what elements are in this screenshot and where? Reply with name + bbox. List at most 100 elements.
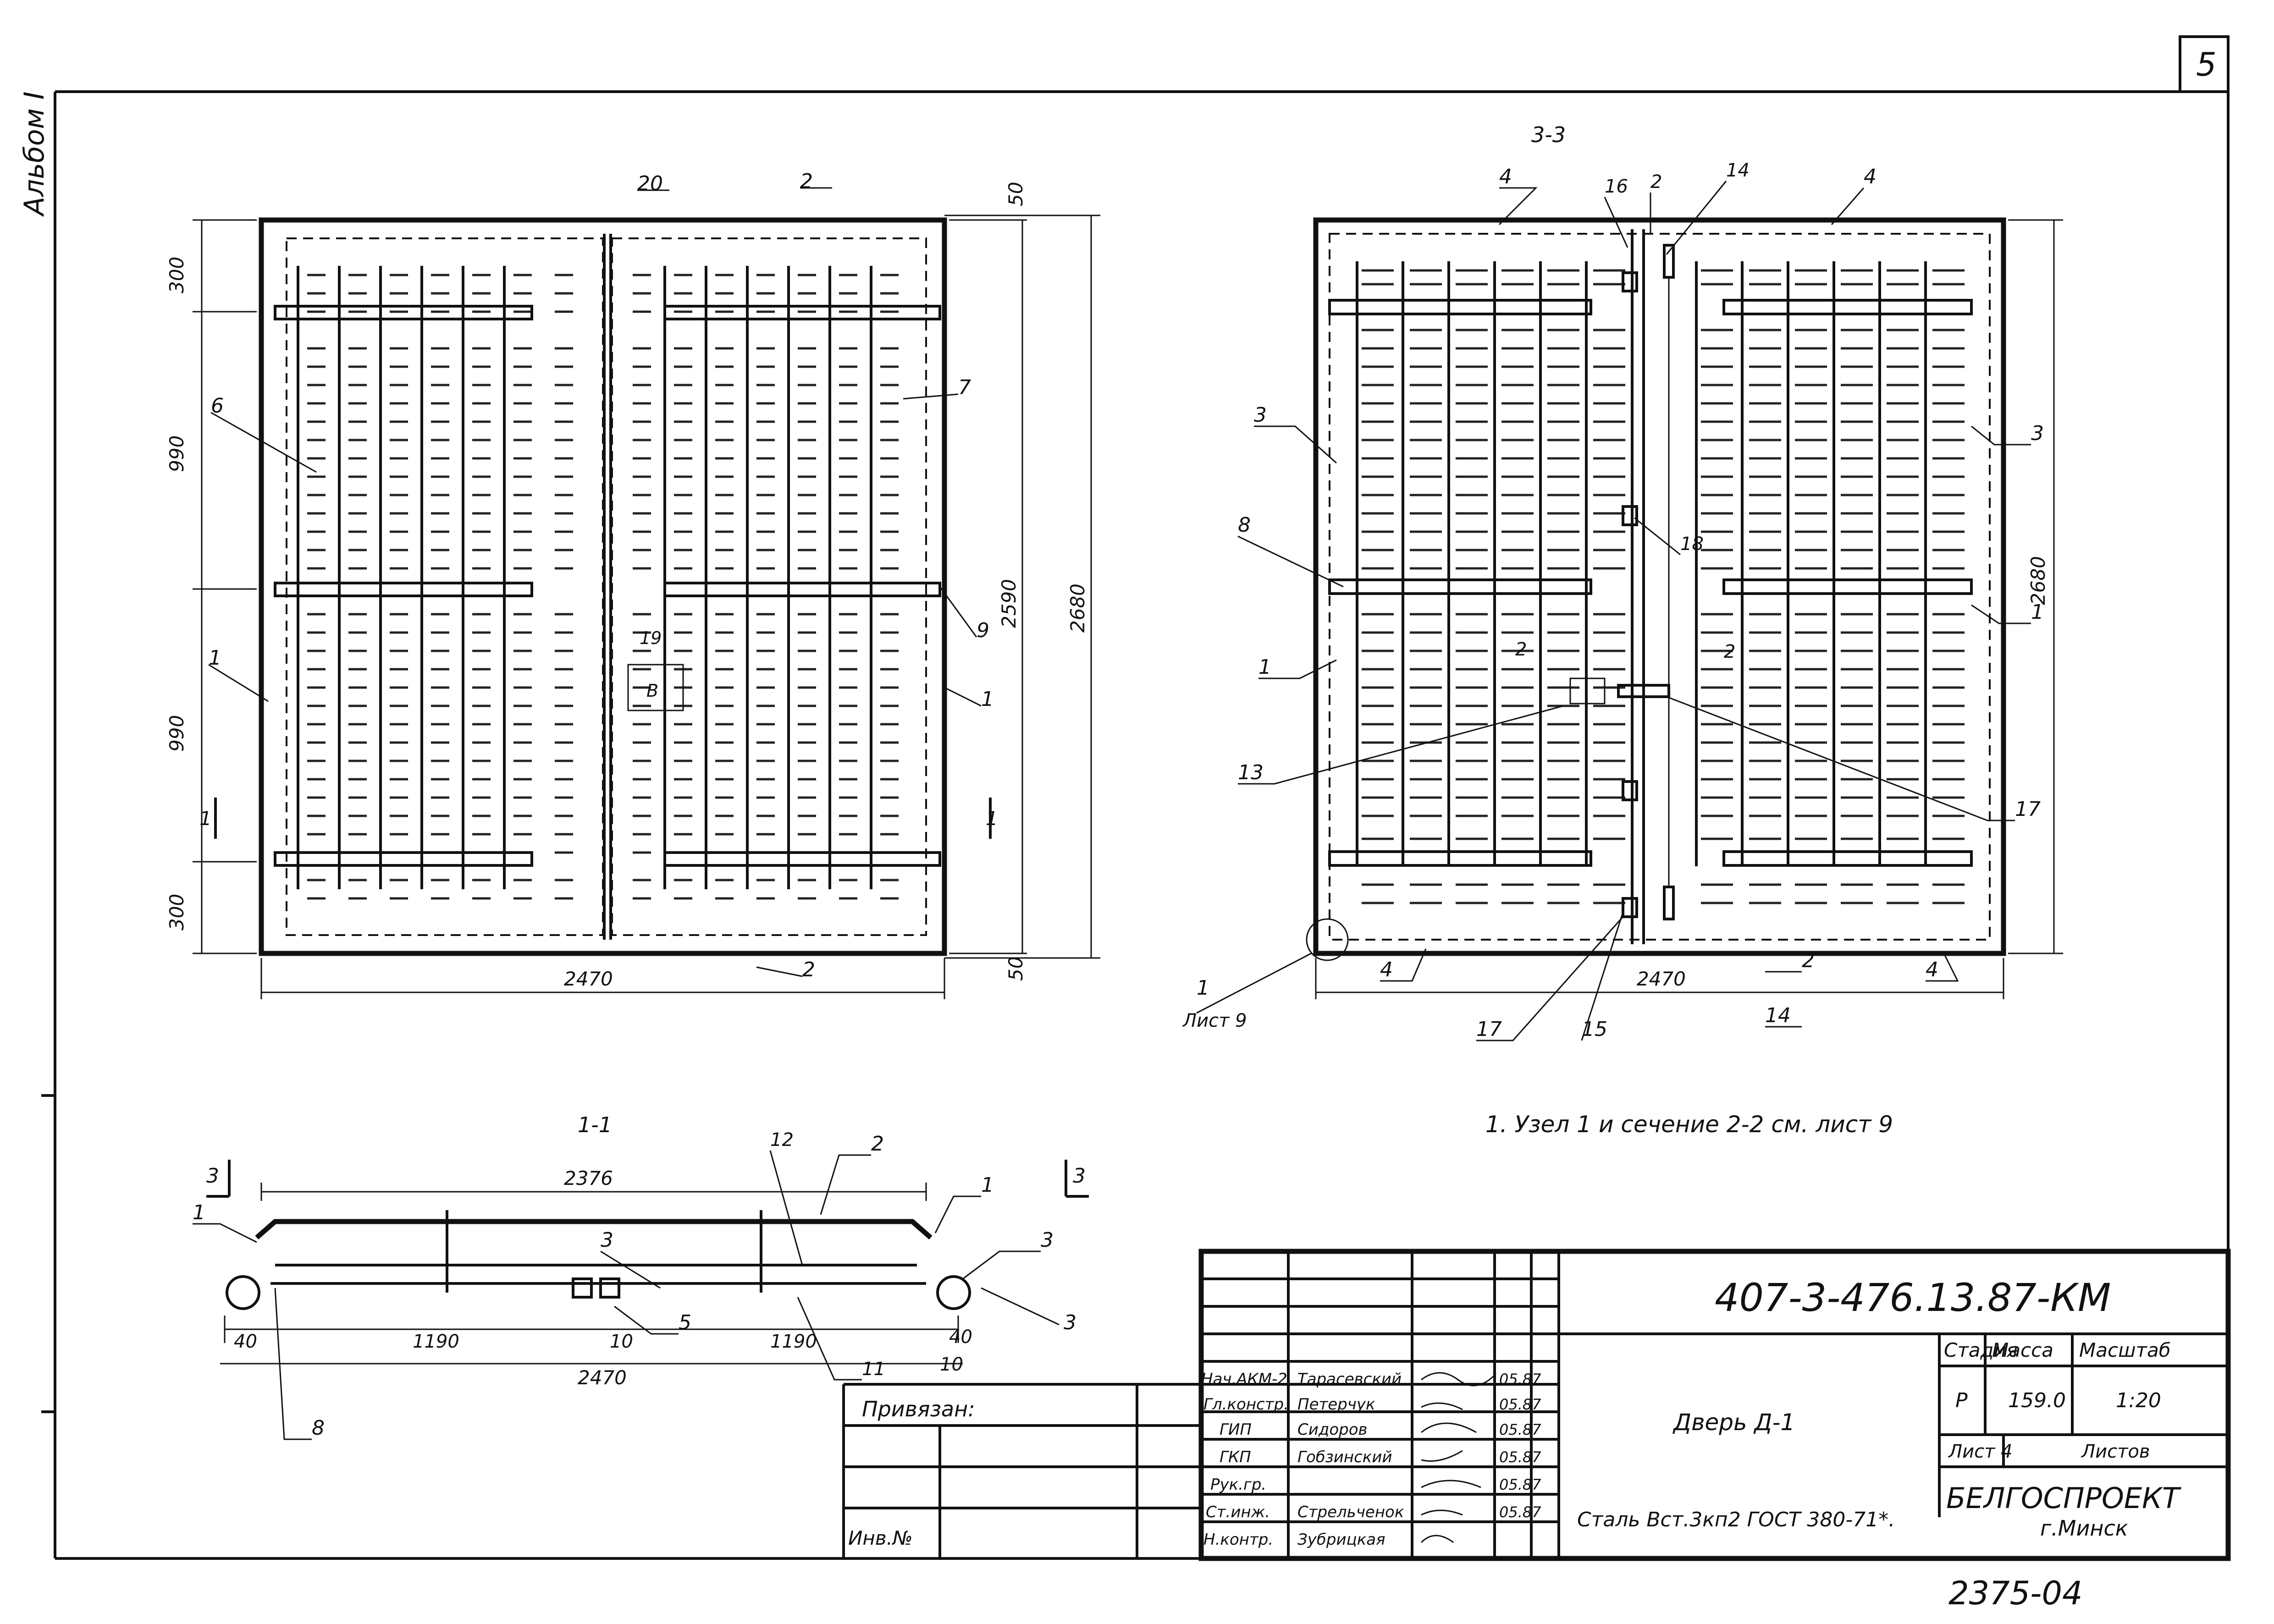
date-1: 05.87 <box>1499 1396 1541 1413</box>
back-mark-16: 16 <box>1605 176 1628 197</box>
front-mark-2-top: 2 <box>800 170 813 193</box>
section-1-1: 1-1 3 3 2376 40 1190 10 1190 40 10 2470 … <box>193 1112 1089 1440</box>
front-dim-top-300: 300 <box>166 257 188 293</box>
node-label: 1 <box>1197 976 1209 1000</box>
section-dim-40-left: 40 <box>234 1331 257 1352</box>
front-mark-19: 19 <box>640 628 662 648</box>
date-2: 05.87 <box>1499 1421 1541 1438</box>
back-mark-2-top: 2 <box>1650 171 1662 193</box>
back-right-louvers <box>1695 261 1965 904</box>
back-mark-4-bl: 4 <box>1380 958 1393 981</box>
back-dim-2470: 2470 <box>1637 968 1686 990</box>
stage-header: Стадия <box>1944 1339 2018 1361</box>
front-mark-2-bottom: 2 <box>802 958 815 981</box>
front-view: 300 990 990 300 50 2590 2680 50 2470 20 … <box>166 170 1100 999</box>
album-label: Альбом I <box>18 92 50 218</box>
back-mark-8: 8 <box>1238 513 1251 537</box>
section-dim-1190-right: 1190 <box>770 1331 817 1352</box>
back-mark-1-left: 1 <box>1258 655 1271 679</box>
front-mark-9: 9 <box>977 619 989 642</box>
front-dim-990-a: 990 <box>166 435 188 472</box>
front-section-1-left: 1 <box>199 807 212 830</box>
back-mark-3-left: 3 <box>1254 403 1267 427</box>
section-mark-3-right: 3 <box>1073 1164 1086 1188</box>
back-mark-4-tr: 4 <box>1864 165 1877 188</box>
org-city: г.Минск <box>2040 1516 2128 1541</box>
page-number-box <box>2179 35 2230 93</box>
archive-number: 2375-04 <box>1948 1574 2082 1612</box>
page-number: 5 <box>2196 46 2217 83</box>
section-dim-10-mid: 10 <box>610 1331 633 1352</box>
section-mark-12: 12 <box>770 1129 794 1151</box>
back-view: 3-3 2680 2470 4 16 <box>1182 122 2063 1041</box>
role-3: ГКП <box>1220 1448 1251 1466</box>
date-5: 05.87 <box>1499 1503 1541 1521</box>
back-mark-2-section-right: 2 <box>1724 641 1735 662</box>
back-mark-17-right: 17 <box>2015 798 2041 821</box>
back-mark-2-bottom: 2 <box>1802 949 1815 972</box>
name-3: Гобзинский <box>1297 1448 1392 1466</box>
name-0: Тарасевский <box>1297 1370 1402 1388</box>
back-mark-1-right: 1 <box>2031 600 2044 624</box>
title-block: Привязан: Инв.№ 407-3-476.13.87-КМ Дверь… <box>842 1249 2231 1561</box>
front-mark-20: 20 <box>637 172 663 195</box>
sheets-label: Листов <box>2081 1441 2150 1462</box>
section-mark-3-b: 3 <box>1041 1228 1054 1252</box>
back-frame-outer <box>1313 217 2006 956</box>
role-6: Н.контр. <box>1203 1530 1273 1549</box>
back-mark-2-section-left: 2 <box>1515 639 1527 660</box>
back-mark-3-right: 3 <box>2031 422 2044 445</box>
section-mark-3-left: 3 <box>206 1164 219 1188</box>
scale-value: 1:20 <box>2116 1389 2161 1412</box>
front-dim-50-bot: 50 <box>1005 957 1027 981</box>
section-mark-5: 5 <box>679 1311 691 1334</box>
section-dim-1190-left: 1190 <box>413 1331 459 1352</box>
front-dim-bot-300: 300 <box>166 894 188 930</box>
role-4: Рук.гр. <box>1210 1475 1266 1494</box>
signature-marks <box>1420 1372 1496 1543</box>
role-5: Ст.инж. <box>1206 1503 1270 1521</box>
section-mark-2: 2 <box>871 1132 884 1156</box>
front-frame-outer <box>259 217 947 956</box>
section-dim-2376: 2376 <box>564 1167 613 1189</box>
section-mark-delta-3: 3 <box>1064 1311 1076 1334</box>
front-right-louvers <box>633 266 899 900</box>
front-mark-v: В <box>646 681 658 701</box>
back-mark-17-bottom: 17 <box>1476 1018 1502 1041</box>
role-1: Гл.констр. <box>1203 1395 1289 1414</box>
back-left-louvers <box>1356 261 1625 904</box>
back-view-title: 3-3 <box>1531 122 1566 147</box>
section-mark-1-right: 1 <box>981 1173 994 1197</box>
org-name: БЕЛГОСПРОЕКТ <box>1946 1481 2181 1515</box>
section-mark-3-a: 3 <box>601 1228 613 1252</box>
front-dim-2680: 2680 <box>1066 584 1089 633</box>
date-3: 05.87 <box>1499 1448 1541 1466</box>
section-dim-2470: 2470 <box>578 1366 627 1389</box>
inv-no-label: Инв.№ <box>848 1527 913 1549</box>
node-ref: Лист 9 <box>1182 1010 1247 1031</box>
role-0: Нач.АКМ-2 <box>1201 1370 1287 1388</box>
section-dim-40-right: 40 <box>949 1327 972 1348</box>
stage-value: Р <box>1955 1389 1968 1412</box>
back-dim-2680: 2680 <box>2027 556 2049 605</box>
sheet-note: 1. Узел 1 и сечение 2-2 см. лист 9 <box>1485 1111 1893 1138</box>
name-1: Петерчук <box>1297 1395 1375 1414</box>
section-mark-11: 11 <box>862 1359 885 1380</box>
back-mark-14-bottom: 14 <box>1765 1004 1791 1027</box>
back-mark-4-tl: 4 <box>1499 165 1512 188</box>
mass-value: 159.0 <box>2008 1389 2066 1412</box>
name-6: Зубрицкая <box>1297 1530 1385 1549</box>
section-dim-10-right: 10 <box>940 1354 963 1375</box>
front-mark-7: 7 <box>958 376 971 399</box>
front-mark-1-right: 1 <box>981 688 994 711</box>
front-left-louvers <box>297 266 573 900</box>
section-title: 1-1 <box>578 1112 612 1137</box>
mass-header: Масса <box>1992 1339 2053 1361</box>
back-mark-14-top: 14 <box>1726 160 1750 181</box>
back-mark-18: 18 <box>1680 534 1704 555</box>
front-dim-50-top: 50 <box>1005 182 1027 206</box>
section-mark-1-left: 1 <box>193 1201 205 1224</box>
drawing-code: 407-3-476.13.87-КМ <box>1715 1275 2111 1320</box>
front-dim-990-b: 990 <box>166 715 188 752</box>
